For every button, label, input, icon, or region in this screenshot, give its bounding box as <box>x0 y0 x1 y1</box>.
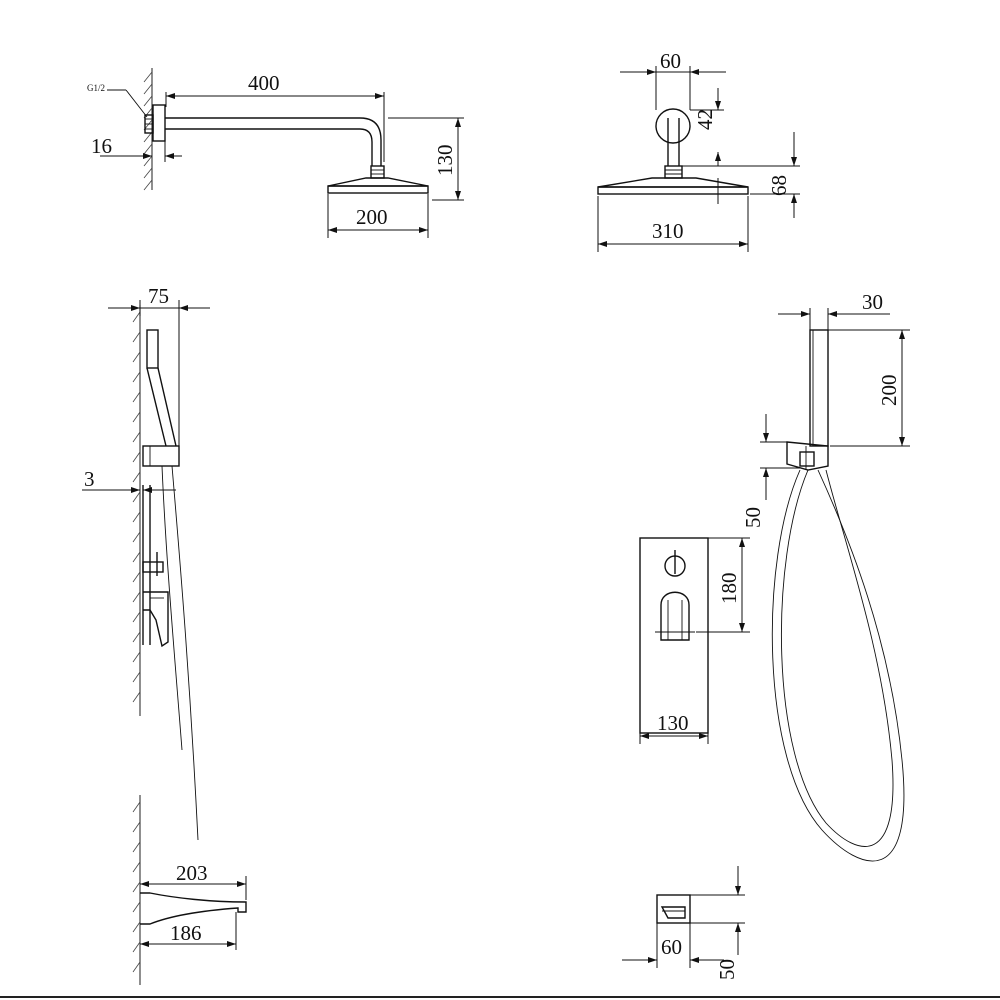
spout-front-view: 60 50 <box>622 866 745 980</box>
hand-shower-front-view: 30 200 50 <box>741 290 910 862</box>
spout-inner-dim: 186 <box>170 921 202 945</box>
thread-size-label: G1/2 <box>87 83 105 93</box>
side-elevation-view: 75 3 203 186 <box>82 284 247 985</box>
wall-gap-dim: 16 <box>91 134 112 158</box>
plate-width-dim: 130 <box>657 711 689 735</box>
spout-outer-dim: 203 <box>176 861 208 885</box>
head-height-dim: 68 <box>767 175 791 196</box>
flange-offset-dim: 42 <box>693 109 717 130</box>
spout-front-height-dim: 50 <box>715 959 739 980</box>
handle-length-dim: 200 <box>877 375 901 407</box>
wall-gap-3-dim: 3 <box>84 467 95 491</box>
outlet-drop-dim: 50 <box>741 507 765 528</box>
plate-height-dim: 180 <box>717 573 741 605</box>
mixer-plate-front-view: 180 130 <box>639 537 750 744</box>
head-front-width-dim: 310 <box>652 219 684 243</box>
head-width-dim: 200 <box>356 205 388 229</box>
flange-width-dim: 60 <box>660 49 681 73</box>
holder-width-dim: 30 <box>862 290 883 314</box>
depth-dim: 75 <box>148 284 169 308</box>
shower-head-front-view: 60 42 68 310 <box>597 49 800 252</box>
arm-drop-dim: 130 <box>433 145 457 177</box>
arm-length-dim: 400 <box>248 71 280 95</box>
spout-front-width-dim: 60 <box>661 935 682 959</box>
shower-arm-side-view: G1/2 400 16 130 200 <box>87 68 464 238</box>
